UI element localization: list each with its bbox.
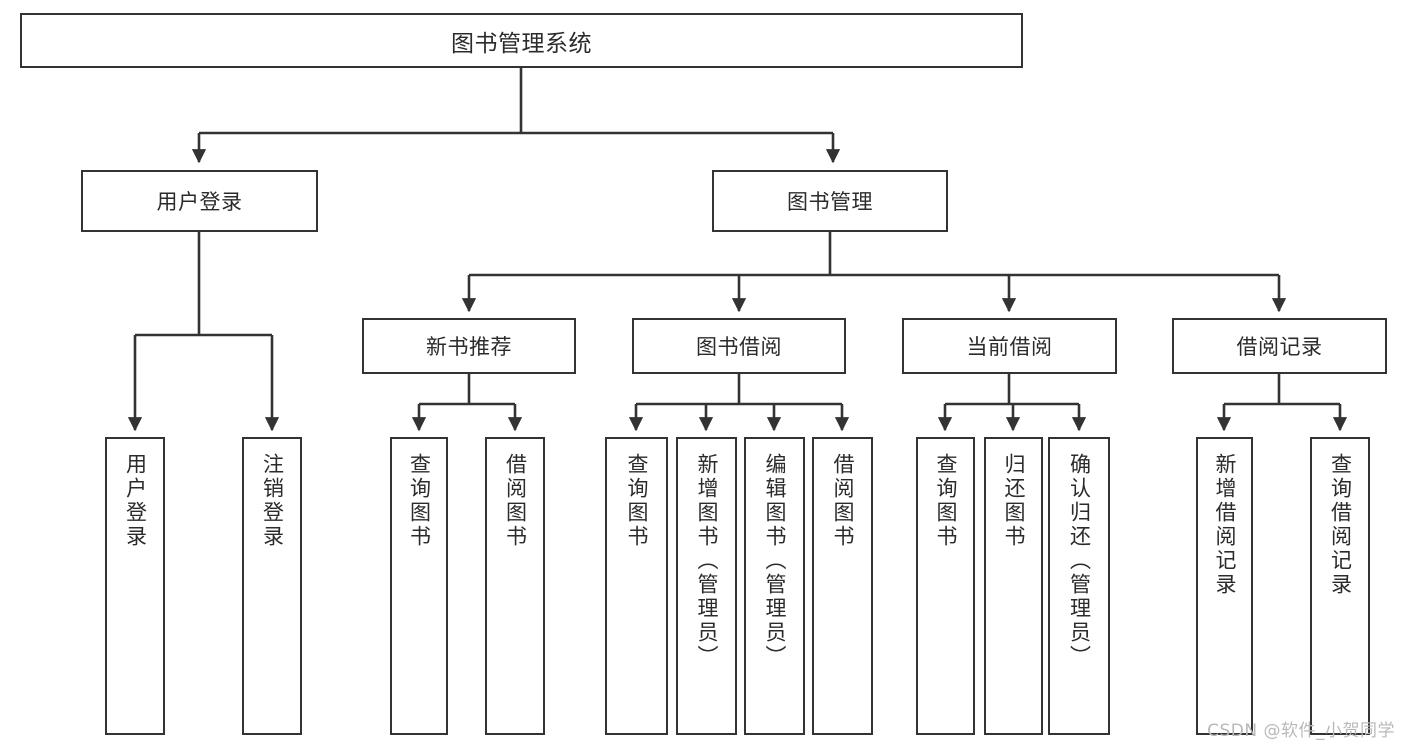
leaf-node-user-login[interactable]: 用户登录 [105, 437, 165, 735]
node-label: 注销登录 [260, 453, 285, 549]
leaf-node-add-record[interactable]: 新增借阅记录 [1196, 437, 1253, 735]
node-user-login[interactable]: 用户登录 [81, 170, 318, 232]
leaf-node-borrow-book-2[interactable]: 借阅图书 [812, 437, 873, 735]
node-label: 编辑图书（管理员） [762, 453, 787, 669]
node-current-borrow[interactable]: 当前借阅 [902, 318, 1117, 374]
node-label: 图书借阅 [696, 335, 782, 359]
node-book-manage[interactable]: 图书管理 [712, 170, 948, 232]
leaf-node-query-book-2[interactable]: 查询图书 [605, 437, 668, 735]
leaf-node-borrow-book-1[interactable]: 借阅图书 [485, 437, 545, 735]
leaf-node-query-book-3[interactable]: 查询图书 [916, 437, 975, 735]
watermark: CSDN @软件_小贺同学 [1207, 721, 1395, 741]
leaf-node-return-book[interactable]: 归还图书 [984, 437, 1043, 735]
node-label: 图书管理系统 [451, 30, 592, 57]
node-label: 确认归还（管理员） [1067, 453, 1092, 669]
node-label: 查询图书 [407, 453, 432, 549]
node-label: 归还图书 [1001, 453, 1026, 549]
node-label: 用户登录 [123, 453, 148, 549]
node-label: 借阅图书 [503, 453, 528, 549]
leaf-node-query-record[interactable]: 查询借阅记录 [1310, 437, 1370, 735]
leaf-node-edit-book[interactable]: 编辑图书（管理员） [744, 437, 805, 735]
node-label: 新增借阅记录 [1212, 453, 1237, 597]
node-label: 新书推荐 [426, 335, 512, 359]
leaf-node-logout[interactable]: 注销登录 [242, 437, 302, 735]
node-label: 查询图书 [624, 453, 649, 549]
node-label: 新增图书（管理员） [694, 453, 719, 669]
node-label: 借阅记录 [1236, 335, 1323, 359]
node-label: 当前借阅 [966, 335, 1053, 359]
node-label: 查询借阅记录 [1328, 453, 1353, 597]
leaf-node-add-book[interactable]: 新增图书（管理员） [676, 437, 737, 735]
node-book-borrow[interactable]: 图书借阅 [632, 318, 846, 374]
leaf-node-query-book-1[interactable]: 查询图书 [390, 437, 448, 735]
node-root-system[interactable]: 图书管理系统 [20, 13, 1023, 68]
node-label: 查询图书 [933, 453, 958, 549]
node-label: 用户登录 [156, 190, 243, 214]
node-borrow-record[interactable]: 借阅记录 [1172, 318, 1387, 374]
node-label: 借阅图书 [830, 453, 855, 549]
node-label: 图书管理 [787, 190, 873, 214]
leaf-node-confirm-return[interactable]: 确认归还（管理员） [1048, 437, 1110, 735]
node-new-book-recommend[interactable]: 新书推荐 [362, 318, 576, 374]
